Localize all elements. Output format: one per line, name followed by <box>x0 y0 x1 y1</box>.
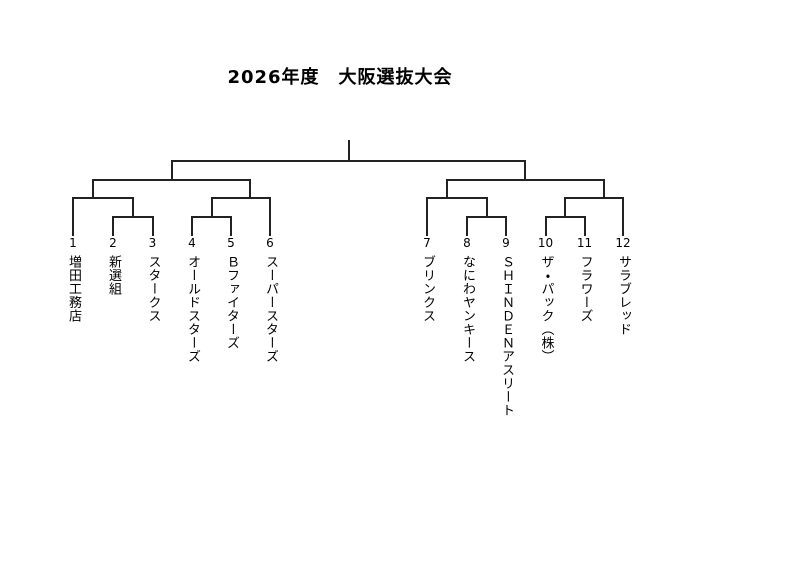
bracket-line <box>230 216 232 236</box>
bracket-line <box>347 140 350 162</box>
team-seed-11: 11 <box>576 236 593 250</box>
bracket-line <box>564 196 566 218</box>
team-seed-6: 6 <box>266 236 274 250</box>
bracket-line <box>603 178 605 199</box>
team-seed-7: 7 <box>423 236 431 250</box>
bracket-line <box>466 216 468 236</box>
bracket-line <box>426 196 488 199</box>
team-name-4: オールドスターズ <box>185 255 200 363</box>
bracket-line <box>171 160 173 181</box>
team-name-3: スタークス <box>145 255 161 323</box>
team-seed-8: 8 <box>463 236 471 250</box>
bracket-line <box>249 178 251 199</box>
tournament-title: 2026年度 大阪選抜大会 <box>227 67 453 88</box>
team-name-12: サラブレッド <box>616 255 631 336</box>
team-name-2: 新選組 <box>106 255 121 296</box>
bracket-line <box>446 178 448 199</box>
bracket-line <box>564 196 624 199</box>
bracket-line <box>210 196 213 218</box>
bracket-line <box>131 196 134 218</box>
bracket-line <box>426 196 428 236</box>
bracket-line <box>112 216 114 236</box>
team-seed-9: 9 <box>502 236 510 250</box>
team-seed-2: 2 <box>109 236 117 250</box>
team-name-1: 増田工務店 <box>66 255 81 323</box>
bracket-line <box>72 196 74 236</box>
team-seed-12: 12 <box>615 236 631 250</box>
team-name-5: Ｂファイターズ <box>224 255 239 350</box>
team-seed-10: 10 <box>537 236 554 250</box>
team-name-7: ブリンクス <box>420 255 435 323</box>
bracket-line <box>622 196 624 236</box>
bracket-line <box>191 216 193 236</box>
bracket-line <box>583 216 586 236</box>
bracket-line <box>210 196 271 199</box>
team-name-11: フラワーズ <box>577 255 593 323</box>
team-seed-3: 3 <box>148 236 157 250</box>
team-name-10: ザ・パック（株） <box>538 255 554 363</box>
bracket-line <box>151 216 154 236</box>
team-seed-4: 4 <box>188 236 196 250</box>
bracket-line <box>92 178 94 199</box>
bracket-line <box>524 160 526 181</box>
team-name-9: ＳＨＩＮＤＥＮアスリート <box>499 255 514 417</box>
team-name-6: スーパースターズ <box>263 255 278 363</box>
team-name-8: なにわヤンキース <box>460 255 475 363</box>
bracket-line <box>485 196 488 218</box>
team-seed-5: 5 <box>227 236 235 250</box>
bracket-line <box>72 196 134 199</box>
team-seed-1: 1 <box>69 236 77 250</box>
bracket-line <box>505 216 507 236</box>
bracket-line <box>544 216 547 236</box>
bracket-line <box>269 196 271 236</box>
